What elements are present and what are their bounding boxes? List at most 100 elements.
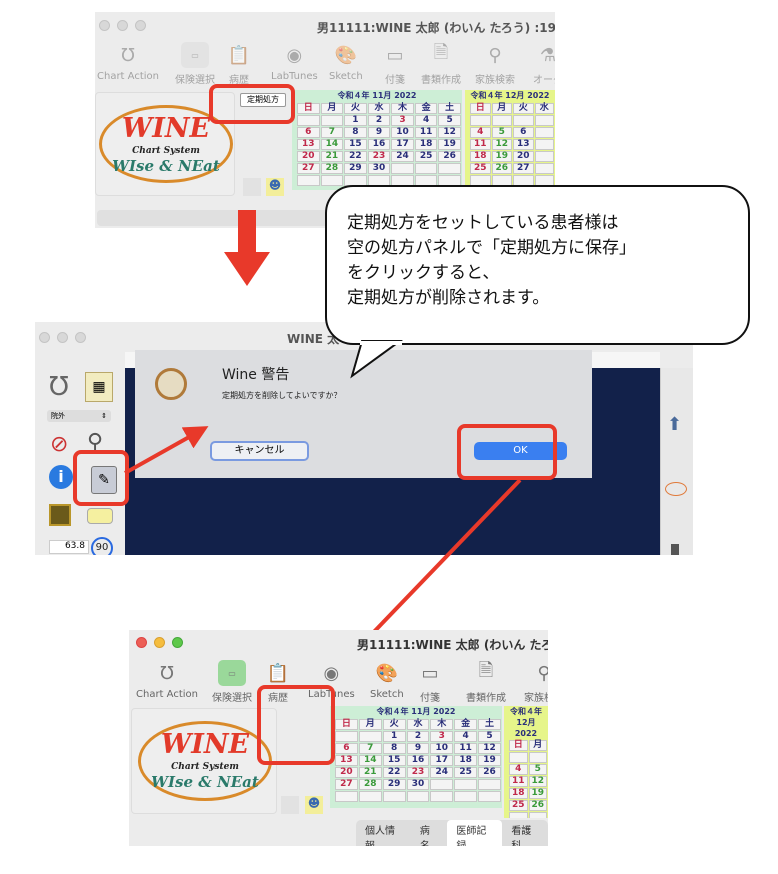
save-regular-rx-icon[interactable]: ✎ bbox=[91, 466, 117, 494]
calendar-day[interactable]: 5 bbox=[478, 731, 501, 742]
calendar-day[interactable] bbox=[358, 731, 382, 742]
close-button[interactable] bbox=[39, 332, 50, 343]
calendar-day[interactable]: 11 bbox=[509, 776, 528, 787]
calendar-day[interactable] bbox=[528, 752, 547, 763]
calendar-day[interactable]: 4 bbox=[454, 731, 478, 742]
toolbar-button-8[interactable]: ⚗オーダ bbox=[533, 42, 555, 87]
calendar-day[interactable]: 12 bbox=[478, 743, 501, 754]
calendar-day[interactable]: 7 bbox=[358, 743, 382, 754]
calendar-edit-icon[interactable]: ▦ bbox=[85, 372, 113, 402]
toolbar-button-5[interactable]: ▭付箋 bbox=[381, 42, 409, 87]
tab-doctor-record[interactable]: 医師記録 bbox=[447, 820, 503, 846]
calendar-day[interactable] bbox=[491, 115, 512, 126]
calendar-day[interactable]: 25 bbox=[509, 800, 528, 811]
minimize-button[interactable] bbox=[117, 20, 128, 31]
toolbar-button-5[interactable]: ▭付箋 bbox=[416, 660, 444, 705]
calendar-day[interactable] bbox=[513, 115, 534, 126]
calendar-day[interactable]: 20 bbox=[513, 151, 534, 162]
close-button[interactable] bbox=[99, 20, 110, 31]
calendar-day[interactable]: 28 bbox=[358, 779, 382, 790]
minimize-button[interactable] bbox=[154, 637, 165, 648]
calendar-day[interactable] bbox=[478, 779, 501, 790]
calendar-day[interactable]: 27 bbox=[335, 779, 358, 790]
calendar-day[interactable] bbox=[470, 115, 491, 126]
calendar-day[interactable]: 19 bbox=[478, 755, 501, 766]
calendar-day[interactable]: 13 bbox=[297, 139, 320, 150]
calendar-day[interactable]: 2 bbox=[367, 115, 391, 126]
rotation-badge[interactable]: 90 bbox=[91, 537, 113, 555]
calendar-day[interactable]: 26 bbox=[491, 163, 512, 174]
calendar-day[interactable] bbox=[509, 812, 528, 818]
calendar-day[interactable]: 18 bbox=[509, 788, 528, 799]
calendar-day[interactable] bbox=[382, 791, 406, 802]
zoom-button[interactable] bbox=[135, 20, 146, 31]
toolbar-button-1[interactable]: ▭保険選択 bbox=[212, 660, 252, 704]
calendar-day[interactable]: 16 bbox=[367, 139, 391, 150]
toolbar-button-2[interactable]: 📋病歴 bbox=[225, 42, 253, 87]
calendar-day[interactable]: 11 bbox=[470, 139, 491, 150]
calendar-day[interactable]: 30 bbox=[406, 779, 430, 790]
calendar-day[interactable]: 1 bbox=[344, 115, 367, 126]
calendar-day[interactable]: 18 bbox=[414, 139, 438, 150]
calendar-day[interactable]: 7 bbox=[320, 127, 344, 138]
calendar-day[interactable]: 4 bbox=[509, 764, 528, 775]
toolbar-button-1[interactable]: ▭保険選択 bbox=[175, 42, 215, 86]
calendar-day[interactable]: 26 bbox=[478, 767, 501, 778]
tab-nursing[interactable]: 看護科 bbox=[511, 826, 532, 846]
close-button[interactable] bbox=[136, 637, 147, 648]
calendar-day[interactable]: 8 bbox=[344, 127, 367, 138]
wine-mini-logo[interactable] bbox=[665, 482, 687, 496]
ok-button[interactable]: OK bbox=[474, 442, 567, 460]
calendar-day[interactable]: 27 bbox=[513, 163, 534, 174]
regular-prescription-button[interactable]: 定期処方 bbox=[240, 93, 286, 107]
user-search-icon[interactable]: ☻ bbox=[305, 796, 323, 814]
comment-icon[interactable] bbox=[87, 508, 113, 524]
calendar-day[interactable]: 27 bbox=[297, 163, 320, 174]
calendar-day[interactable]: 4 bbox=[470, 127, 491, 138]
calendar-day[interactable]: 24 bbox=[430, 767, 454, 778]
chart-action-icon[interactable]: Ʊ bbox=[49, 372, 69, 402]
calendar-day[interactable]: 15 bbox=[344, 139, 367, 150]
scroll-handle[interactable] bbox=[671, 544, 679, 555]
calendar-day[interactable]: 6 bbox=[335, 743, 358, 754]
calendar-day[interactable]: 4 bbox=[414, 115, 438, 126]
calendar-day[interactable] bbox=[320, 115, 344, 126]
tab-personal-info[interactable]: 個人情報 bbox=[365, 826, 395, 846]
calendar-day[interactable]: 20 bbox=[297, 151, 320, 162]
calendar-day[interactable] bbox=[534, 139, 554, 150]
calendar-day[interactable]: 9 bbox=[367, 127, 391, 138]
calendar-day[interactable]: 19 bbox=[491, 151, 512, 162]
calendar-day[interactable]: 26 bbox=[528, 800, 547, 811]
calendar-day[interactable]: 25 bbox=[470, 163, 491, 174]
calendar-day[interactable]: 30 bbox=[367, 163, 391, 174]
calendar-day[interactable]: 23 bbox=[367, 151, 391, 162]
calendar-day[interactable] bbox=[430, 791, 454, 802]
calendar-day[interactable] bbox=[297, 115, 320, 126]
calendar-day[interactable]: 17 bbox=[391, 139, 414, 150]
calendar-day[interactable]: 14 bbox=[358, 755, 382, 766]
calendar-day[interactable]: 17 bbox=[430, 755, 454, 766]
calendar-day[interactable]: 24 bbox=[391, 151, 414, 162]
calendar-day[interactable]: 1 bbox=[382, 731, 406, 742]
calendar-day[interactable]: 11 bbox=[414, 127, 438, 138]
calendar-day[interactable]: 2 bbox=[406, 731, 430, 742]
calendar-day[interactable]: 13 bbox=[513, 139, 534, 150]
calendar-day[interactable] bbox=[320, 175, 344, 186]
calendar-day[interactable]: 22 bbox=[344, 151, 367, 162]
calendar-day[interactable] bbox=[391, 163, 414, 174]
medicine-box-icon[interactable] bbox=[49, 504, 71, 526]
calendar-day[interactable] bbox=[478, 791, 501, 802]
calendar-day[interactable]: 15 bbox=[382, 755, 406, 766]
calendar-day[interactable]: 29 bbox=[382, 779, 406, 790]
info-icon[interactable]: i bbox=[49, 465, 73, 489]
calendar-day[interactable]: 26 bbox=[438, 151, 461, 162]
calendar-day[interactable]: 10 bbox=[391, 127, 414, 138]
calendar-day[interactable] bbox=[335, 731, 358, 742]
toolbar-button-2[interactable]: 📋病歴 bbox=[264, 660, 292, 705]
calendar-day[interactable]: 8 bbox=[382, 743, 406, 754]
calendar-day[interactable]: 3 bbox=[430, 731, 454, 742]
calendar-day[interactable]: 19 bbox=[438, 139, 461, 150]
calendar-day[interactable]: 23 bbox=[406, 767, 430, 778]
calendar-day[interactable] bbox=[335, 791, 358, 802]
